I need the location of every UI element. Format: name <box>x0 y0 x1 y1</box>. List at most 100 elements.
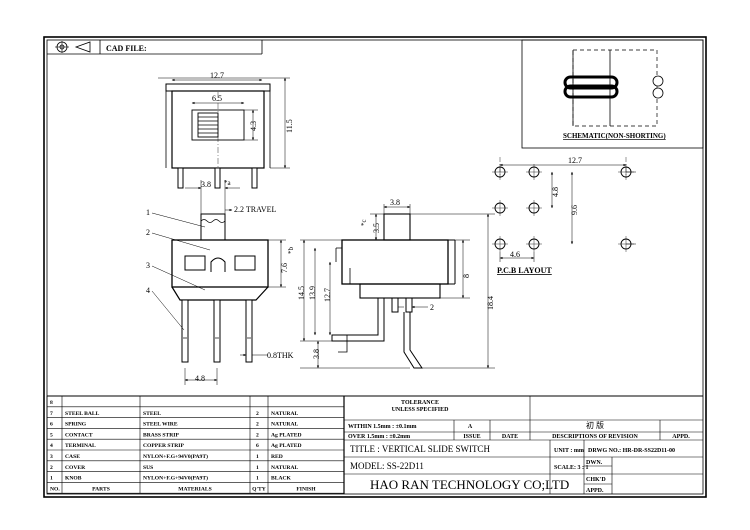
dim-side-knob-tol: *c <box>360 219 368 226</box>
dim-pcb-width: 12.7 <box>568 156 582 165</box>
dim-side-knob-w: 3.8 <box>390 198 400 207</box>
dim-knob-width: 3.8 <box>201 180 211 189</box>
bom-cell-no: 2 <box>50 465 53 471</box>
dim-side-knob-h: 3.5 <box>372 223 381 233</box>
tb-title: TITLE : VERTICAL SLIDE SWITCH <box>350 444 490 454</box>
bom-header-finish: FINISH <box>296 486 316 492</box>
front-view: 3.8 *a 2.2 TRAVEL 7.6 *b 0.8THK 4.8 1 <box>146 179 295 385</box>
dim-pcb-col: 4.6 <box>510 250 520 259</box>
dim-travel: 2.2 TRAVEL <box>234 205 276 214</box>
dim-side-pin-gap: 2 <box>430 303 434 312</box>
dim-knob-tol: *a <box>224 179 232 187</box>
bom-cell-part: KNOB <box>65 476 82 482</box>
bom-cell-part: STEEL BALL <box>65 411 100 417</box>
tb-appd2: APPD. <box>586 488 604 494</box>
bom-cell-qty: 6 <box>256 443 259 449</box>
tb-within: WITHIN 1.5mm : ±0.1mm <box>348 424 416 430</box>
tb-tolerance: TOLERANCE <box>401 400 439 406</box>
pcb-holes <box>492 164 634 252</box>
bom-header-material: MATERIALS <box>178 486 211 492</box>
first-angle-projection-icon <box>55 41 91 53</box>
cad-file-label: CAD FILE: <box>106 44 147 53</box>
tb-issue: ISSUE <box>463 434 480 440</box>
bom-cell-no: 5 <box>50 432 53 438</box>
pcb-label: P.C.B LAYOUT <box>497 266 552 275</box>
outer-frame <box>43 36 707 498</box>
bom-cell-material: STEEL WIRE <box>143 422 178 428</box>
bom-cell-qty: 2 <box>256 432 259 438</box>
bom-cell-finish: Ag PLATED <box>271 443 302 449</box>
bom-cell-part: CASE <box>65 454 80 460</box>
tb-unit: UNIT : mm <box>554 448 584 454</box>
bom-cell-qty: 1 <box>256 454 259 460</box>
tb-model: MODEL: SS-22D11 <box>350 461 424 471</box>
callouts: 1 2 3 4 <box>146 208 211 331</box>
bom-cell-qty: 1 <box>256 465 259 471</box>
bom-cell-finish: NATURAL <box>271 422 299 428</box>
dim-top-width: 12.7 <box>210 71 224 80</box>
bom-cell-material: COPPER STRIP <box>143 443 184 449</box>
bom-cell-part: TERMINAL <box>65 443 96 449</box>
bom-cell-material: SUS <box>143 465 153 471</box>
tb-appd: APPD. <box>672 434 690 440</box>
bom-cell-qty: 2 <box>256 422 259 428</box>
schematic-label: SCHEMATIC(NON-SHORTING) <box>563 132 666 140</box>
bom-cell-no: 7 <box>50 411 53 417</box>
dim-pin-pitch: 4.8 <box>195 374 205 383</box>
bom-cell-finish: BLACK <box>271 476 292 482</box>
dim-side-total-a: 14.5 <box>297 286 306 300</box>
callout-3: 3 <box>146 261 150 270</box>
bom-cell-finish: NATURAL <box>271 465 299 471</box>
bom-cell-finish: RED <box>271 454 283 460</box>
tb-chkd: CHK'D <box>586 477 606 483</box>
bom-cell-finish: NATURAL <box>271 411 299 417</box>
callout-2: 2 <box>146 228 150 237</box>
bom-cell-material: STEEL <box>143 411 161 417</box>
tb-descriptions: DESCRIPTIONS OF REVISION <box>552 434 638 440</box>
callout-4: 4 <box>146 286 150 295</box>
schematic-box: SCHEMATIC(NON-SHORTING) <box>521 39 704 149</box>
tb-first-edition: 初 版 <box>586 420 604 430</box>
side-view: 3.8 3.5 *c 14.5 13.9 12.7 3.8 8 <box>297 198 495 369</box>
bom-cell-no: 4 <box>50 443 53 449</box>
dim-pin-thk: 0.8THK <box>267 351 294 360</box>
bom-cell-no: 8 <box>50 400 53 406</box>
callout-1: 1 <box>146 208 150 217</box>
bom-cell-qty: 2 <box>256 411 259 417</box>
tb-dwn: DWN. <box>586 460 603 466</box>
bom-cell-no: 1 <box>50 476 53 482</box>
dim-top-height: 11.5 <box>285 119 294 133</box>
tb-company: HAO RAN TECHNOLOGY CO;LTD <box>370 477 569 492</box>
dim-pcb-row: 4.8 <box>551 187 560 197</box>
tb-over: OVER 1.5mm : ±0.2mm <box>348 434 410 440</box>
header: CAD FILE: <box>47 40 263 55</box>
bom-cell-qty: 1 <box>256 476 259 482</box>
tb-rev-value: A <box>468 424 473 430</box>
tb-date: DATE <box>502 434 518 440</box>
bom-header-no: NO. <box>50 486 60 492</box>
top-view: 12.7 6.5 4.3 11.5 <box>158 71 294 189</box>
bom-cell-no: 3 <box>50 454 53 460</box>
inner-frame <box>46 39 704 495</box>
tb-scale: SCALE: 3 : 1 <box>554 465 589 471</box>
dim-side-total: 18.4 <box>486 296 495 310</box>
dim-pcb-height: 9.6 <box>570 205 579 215</box>
bom-cell-material: BRASS STRIP <box>143 432 179 438</box>
dim-side-total-b: 13.9 <box>308 286 317 300</box>
dim-top-slot: 4.3 <box>249 121 258 131</box>
bom-cell-part: SPRING <box>65 422 87 428</box>
dim-side-body: 12.7 <box>323 288 332 302</box>
dim-top-inner: 6.5 <box>212 94 222 103</box>
pcb-layout: 12.7 4.8 9.6 4.6 P.C.B LAYOUT <box>492 156 636 275</box>
bom-header-part: PARTS <box>92 486 110 492</box>
tb-drwg: DRWG NO.: HR-DR-SS22D11-00 <box>588 448 675 454</box>
bom-cell-part: CONTACT <box>65 432 93 438</box>
dim-front-height: 7.6 <box>280 263 289 273</box>
bom-header-qty: Q'TY <box>252 486 266 492</box>
dim-side-case: 8 <box>462 274 471 278</box>
bom-cell-part: COVER <box>65 465 86 471</box>
dim-front-tol: *b <box>287 247 295 255</box>
